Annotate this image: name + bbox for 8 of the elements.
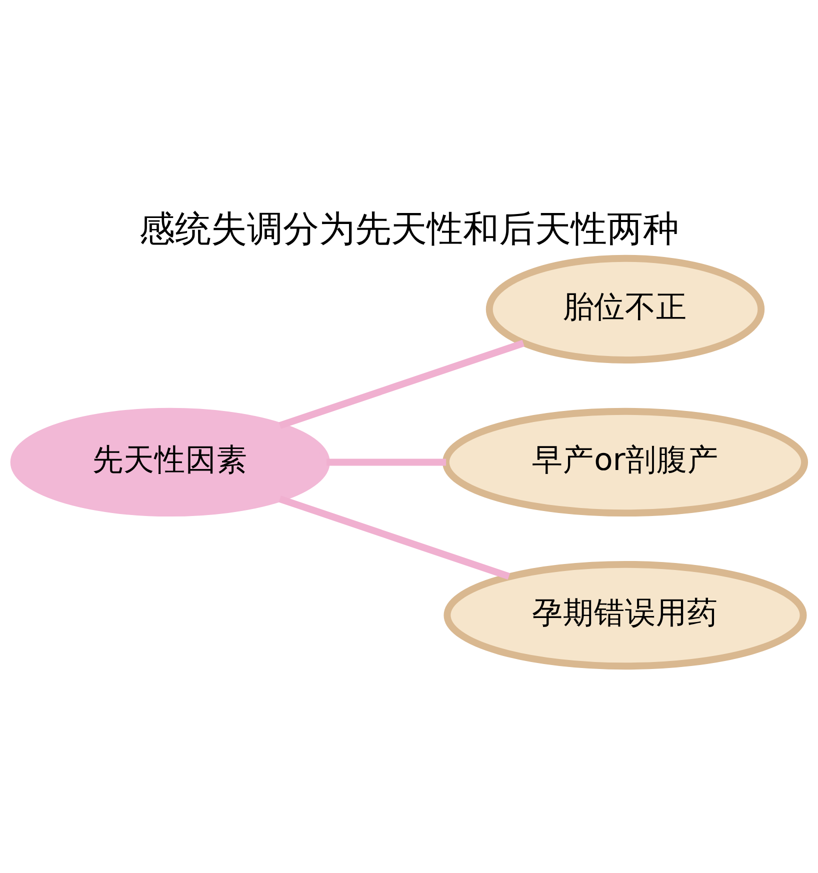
connector [326,458,446,466]
diagram-title: 感统失调分为先天性和后天性两种 [138,207,679,250]
connector [278,496,510,580]
node-ellipse: 先天性因素 [10,408,330,517]
node-ellipse: 早产or剖腹产 [442,408,808,517]
node-ellipse: 胎位不正 [486,254,765,364]
connector [278,340,524,429]
node-ellipse: 孕期错误用药 [444,560,807,670]
